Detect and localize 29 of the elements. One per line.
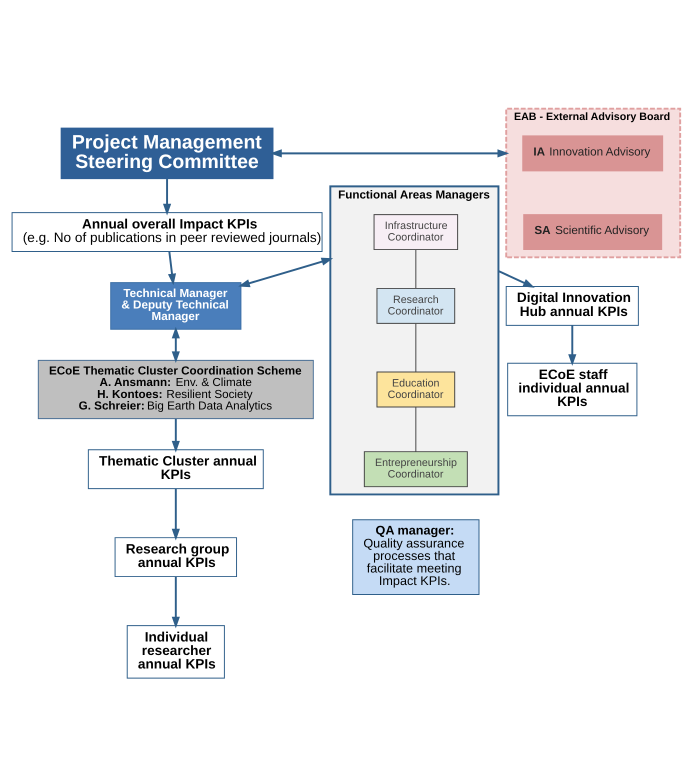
connector <box>415 406 416 452</box>
connector <box>415 248 416 288</box>
arrow <box>172 326 180 363</box>
arrow <box>168 250 176 285</box>
node-box: Project Management Steering Committee <box>60 127 274 179</box>
arrow <box>568 324 576 366</box>
connector <box>415 322 416 372</box>
node-box: Research Coordinator <box>376 287 456 324</box>
node-box: Education Coordinator <box>376 371 456 407</box>
node-box: SA Scientific Advisory <box>523 214 662 250</box>
arrow <box>172 488 180 540</box>
node-box: Thematic Cluster annual KPIs <box>88 448 264 489</box>
node-box: ECoE Thematic Cluster Coordination Scheme A. Ansmann: Env. & Climate H. Kontoes: Resilient Society G. Schreier: Big Earth Data Analytics <box>38 359 314 419</box>
arrow <box>172 576 180 628</box>
node-box: Digital Innovation Hub annual KPIs <box>506 286 639 326</box>
node-box: IA Innovation Advisory <box>522 134 664 171</box>
arrow <box>162 178 172 215</box>
node-box: Entrepreneurship Coordinator <box>364 450 468 487</box>
node-box: Individual researcher annual KPIs <box>126 624 225 678</box>
arrow <box>172 418 180 452</box>
node-box: Annual overall Impact KPIs (e.g. No of publications in peer reviewed journals) <box>12 212 323 252</box>
node-box: QA manager: Quality assurance processes that facilitate meeting Impact KPIs. <box>352 518 480 595</box>
node-box: Research group annual KPIs <box>114 536 238 577</box>
arrow <box>498 270 535 288</box>
arrow <box>238 257 334 287</box>
node-box: Technical Manager & Deputy Technical Manager <box>110 282 242 330</box>
arrow <box>270 148 510 157</box>
node-box: ECoE staff individual annual KPIs <box>507 362 638 416</box>
node-box: Infrastructure Coordinator <box>374 214 458 250</box>
